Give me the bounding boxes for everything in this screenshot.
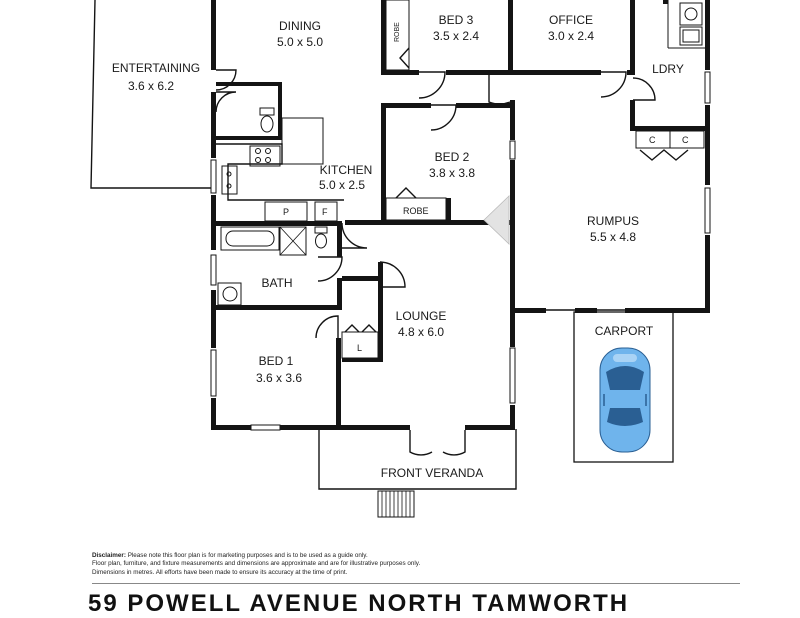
room-size-office: 3.0 x 2.4 [548, 29, 594, 43]
disclaimer-line-1: Disclaimer: Please note this floor plan … [92, 552, 612, 560]
bed3-robe: ROBE [385, 0, 410, 71]
room-name-carport: CARPORT [595, 324, 654, 338]
room-name-office: OFFICE [549, 13, 593, 27]
bed2-robe: ROBE [385, 187, 447, 221]
disclaimer: Disclaimer: Please note this floor plan … [92, 552, 612, 577]
cupboard-label-2: C [682, 135, 689, 145]
veranda-steps [377, 490, 415, 518]
front-veranda-area [318, 429, 517, 518]
room-size-rumpus: 5.5 x 4.8 [590, 230, 636, 244]
room-name-laundry: LDRY [652, 62, 684, 76]
vanity [217, 282, 242, 306]
disclaimer-line-3: Dimensions in metres. All efforts have b… [92, 568, 348, 576]
windows [210, 71, 711, 431]
carport-area [573, 311, 674, 463]
footer-divider [92, 583, 740, 584]
room-name-front-veranda: FRONT VERANDA [381, 466, 483, 480]
room-name-bath: BATH [261, 276, 292, 290]
room-size-bed2: 3.8 x 3.8 [429, 166, 475, 180]
floor-arrow [483, 195, 510, 245]
toilet-bath [314, 226, 328, 249]
room-name-bed1: BED 1 [259, 354, 294, 368]
cupboard-label-1: C [649, 135, 656, 145]
floor-plan: ROBE ROBE P F [90, 0, 711, 518]
room-labels: ENTERTAINING 3.6 x 6.2 DINING 5.0 x 5.0 … [112, 13, 684, 480]
doors [215, 69, 689, 456]
disclaimer-heading: Disclaimer: [92, 552, 126, 559]
entertaining-area [90, 0, 212, 189]
room-size-bed3: 3.5 x 2.4 [433, 29, 479, 43]
pantry: P [264, 201, 308, 222]
room-size-dining: 5.0 x 5.0 [277, 35, 323, 49]
disclaimer-text-1: Please note this floor plan is for marke… [127, 552, 368, 559]
walls [211, 0, 710, 430]
robe-label-bed3: ROBE [394, 22, 401, 42]
property-address: 59 POWELL AVENUE NORTH TAMWORTH [88, 590, 630, 617]
robe-label-bed2: ROBE [403, 206, 429, 216]
fridge-label: F [322, 207, 328, 217]
shower [279, 226, 307, 256]
bathtub [220, 226, 280, 251]
room-name-bed2: BED 2 [435, 150, 470, 164]
disclaimer-line-2: Floor plan, furniture, and fixture measu… [92, 560, 421, 568]
linen-label: L [357, 343, 362, 353]
room-name-bed3: BED 3 [439, 13, 474, 27]
room-size-entertaining: 3.6 x 6.2 [128, 79, 174, 93]
linen-cupboard: L [341, 324, 379, 359]
room-name-entertaining: ENTERTAINING [112, 61, 200, 75]
fridge: F [314, 201, 338, 222]
room-name-lounge: LOUNGE [396, 309, 447, 323]
room-size-kitchen: 5.0 x 2.5 [319, 178, 365, 192]
toilet-wc [259, 107, 275, 133]
laundry-fixtures [667, 0, 705, 49]
room-name-kitchen: KITCHEN [320, 163, 373, 177]
rumpus-cupboards: C C [635, 130, 705, 149]
room-size-bed1: 3.6 x 3.6 [256, 371, 302, 385]
room-name-dining: DINING [279, 19, 321, 33]
kitchen-bench [216, 117, 344, 201]
pantry-label: P [283, 207, 289, 217]
car-icon [599, 347, 651, 453]
room-size-lounge: 4.8 x 6.0 [398, 325, 444, 339]
room-name-rumpus: RUMPUS [587, 214, 639, 228]
